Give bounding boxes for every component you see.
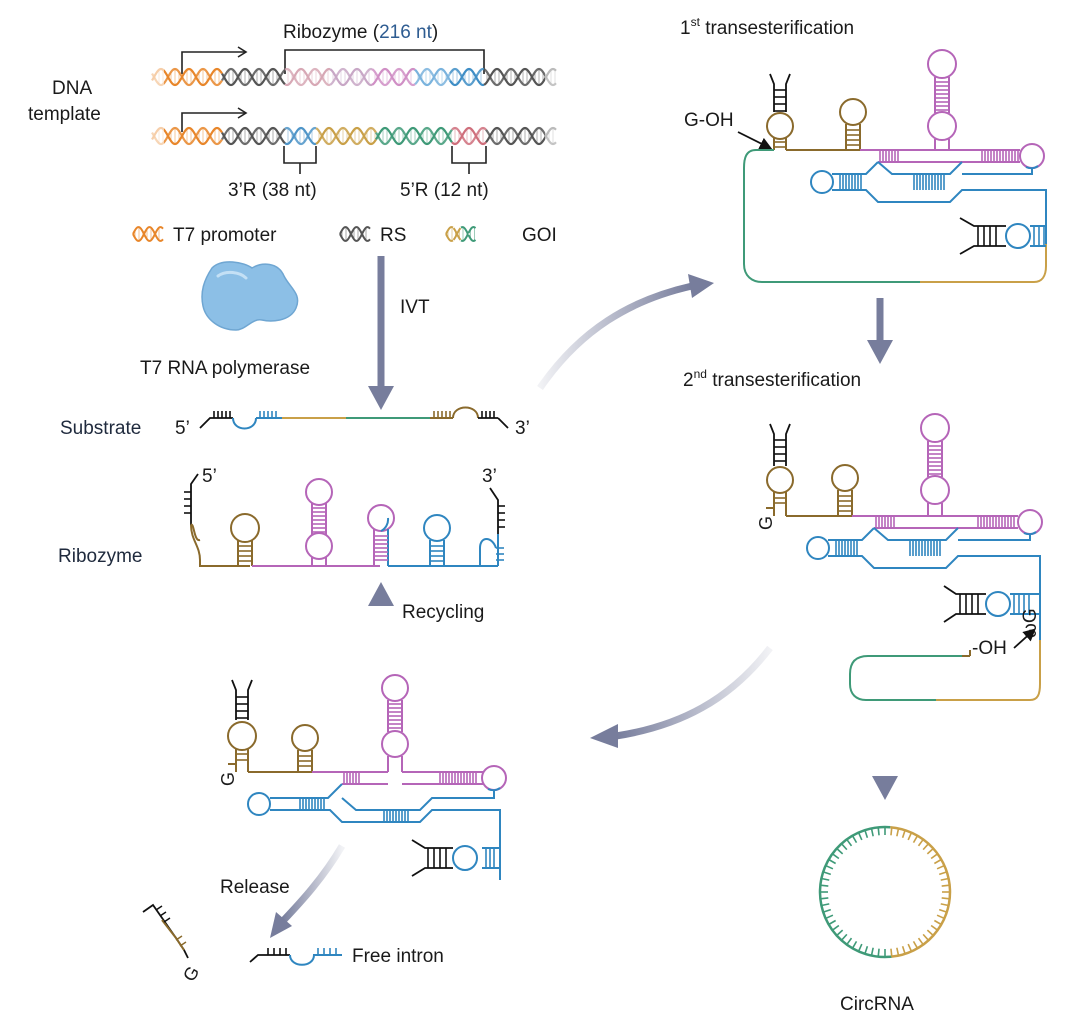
r5-bracket xyxy=(451,146,487,164)
dna-helix-2 xyxy=(150,124,559,148)
trans1-to-trans2-arrow xyxy=(867,298,893,364)
ribozyme-3prime: 3’ xyxy=(482,466,497,487)
ribozyme-5prime: 5’ xyxy=(202,466,217,487)
substrate-label: Substrate xyxy=(60,418,141,439)
legend-t7-swatch xyxy=(132,226,164,242)
ivt-label: IVT xyxy=(400,297,430,318)
ribozyme-with-g: G xyxy=(218,674,507,880)
release-arrow: Release xyxy=(220,844,346,938)
legend-goi-label: GOI xyxy=(522,225,557,246)
legend-rs-swatch xyxy=(339,226,371,242)
goh-label: G-OH xyxy=(684,110,734,131)
polymerase-label: T7 RNA polymerase xyxy=(140,358,310,379)
t7-polymerase: T7 RNA polymerase xyxy=(140,261,310,379)
trans2-title: 2nd transesterification xyxy=(683,367,861,391)
recycling-arrow: Recycling xyxy=(368,582,484,659)
legend-t7-label: T7 promoter xyxy=(173,225,277,246)
to-circrna-arrow xyxy=(872,740,898,800)
r5-label: 5’R (12 nt) xyxy=(400,180,489,201)
dna-label-line2: template xyxy=(28,104,101,125)
recycling-label: Recycling xyxy=(402,602,484,623)
ribozyme-length-label: Ribozyme (216 nt) xyxy=(283,22,438,43)
substrate: Substrate 5’ 3’ xyxy=(60,406,530,439)
first-transesterification: 1st transesterification G-OH xyxy=(680,15,1047,283)
released-g-fragment: G xyxy=(142,903,203,985)
promoter-arrow-2 xyxy=(181,112,245,132)
dna-helix-1 xyxy=(150,65,559,89)
ribozyme-structure: Ribozyme 5’ 3’ xyxy=(58,466,505,567)
g-label-trans2: G xyxy=(756,516,776,530)
circrna-label: CircRNA xyxy=(840,994,914,1015)
substrate-5prime: 5’ xyxy=(175,418,190,439)
substrate-3prime: 3’ xyxy=(515,418,530,439)
free-intron-label: Free intron xyxy=(352,946,444,967)
polymerase-blob xyxy=(201,261,299,331)
release-label: Release xyxy=(220,877,290,898)
g-label-bl: G xyxy=(218,772,238,786)
circrna: CircRNA xyxy=(818,825,952,1015)
legend-rs-label: RS xyxy=(380,225,406,246)
promoter-arrow-1 xyxy=(181,51,245,74)
to-first-trans-arrow xyxy=(537,274,714,390)
ribozyme-bracket xyxy=(284,49,485,74)
r3-bracket xyxy=(283,146,317,164)
dna-label-line1: DNA xyxy=(52,78,92,99)
r3-label: 3’R (38 nt) xyxy=(228,180,317,201)
released-g-label: G xyxy=(179,963,203,985)
ivt-arrow: IVT xyxy=(368,256,430,410)
trans2-to-release-arrow xyxy=(590,645,773,748)
second-transesterification: 2nd transesterification G xyxy=(683,367,1043,701)
free-intron: Free intron xyxy=(249,946,444,967)
legend: T7 promoter RS GOI xyxy=(132,225,557,246)
legend-goi-swatch xyxy=(445,225,477,243)
ribozyme-label: Ribozyme xyxy=(58,546,142,567)
dna-template: DNA template Ribozyme (216 nt) 3’R (38 n… xyxy=(28,22,559,201)
trans1-title: 1st transesterification xyxy=(680,15,854,39)
circrna-ring xyxy=(818,825,952,959)
oh-label: -OH xyxy=(972,638,1007,659)
